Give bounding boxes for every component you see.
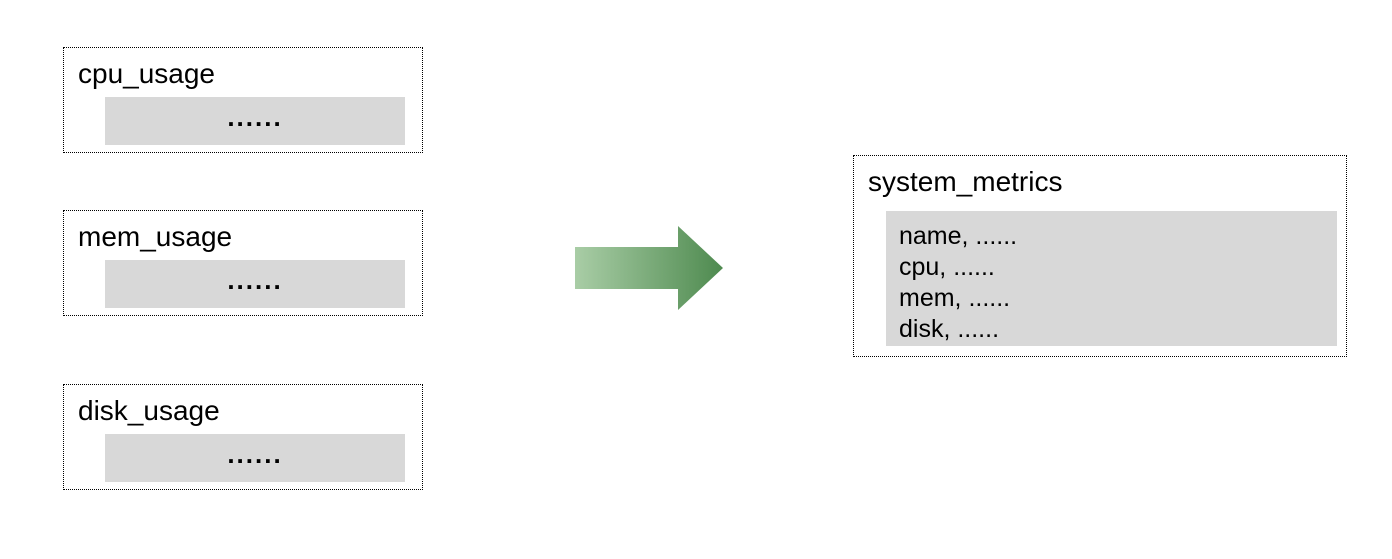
source-box-cpu-usage-title: cpu_usage xyxy=(78,58,216,89)
source-box-cpu-usage-bar: ...... xyxy=(105,97,405,145)
ellipsis-text: ...... xyxy=(227,102,283,132)
transform-arrow-icon xyxy=(575,226,723,310)
field-row-cpu: cpu, ...... xyxy=(899,253,995,281)
right-arrow-icon xyxy=(575,226,723,310)
ellipsis-text: ...... xyxy=(227,439,283,469)
target-box-fields: name, ...... cpu, ...... mem, ...... dis… xyxy=(886,211,1337,346)
target-box-system-metrics: system_metrics name, ...... cpu, ...... … xyxy=(853,155,1347,357)
source-box-disk-usage-bar: ...... xyxy=(105,434,405,482)
source-box-disk-usage: disk_usage ...... xyxy=(63,384,423,490)
source-box-cpu-usage: cpu_usage ...... xyxy=(63,47,423,153)
source-box-mem-usage-bar: ...... xyxy=(105,260,405,308)
source-box-mem-usage-title: mem_usage xyxy=(78,221,233,252)
ellipsis-text: ...... xyxy=(227,265,283,295)
field-row-mem: mem, ...... xyxy=(899,284,1011,312)
source-box-mem-usage: mem_usage ...... xyxy=(63,210,423,316)
field-row-disk: disk, ...... xyxy=(899,315,1000,343)
source-box-disk-usage-title: disk_usage xyxy=(78,395,220,426)
target-box-title: system_metrics xyxy=(868,166,1063,197)
field-row-name: name, ...... xyxy=(899,222,1018,250)
